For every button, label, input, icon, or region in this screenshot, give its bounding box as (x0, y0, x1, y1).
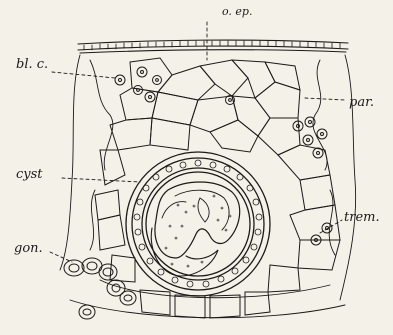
label-cyst: cyst (16, 168, 43, 181)
label-parenchyma: par. (349, 96, 374, 109)
outer-epithelium (78, 40, 348, 53)
label-outer-epithelium: o. ep. (222, 6, 252, 17)
cyst (126, 152, 270, 296)
parenchyma-cells (95, 58, 340, 318)
connective-tissue (60, 55, 356, 318)
label-trematode: trem. (344, 211, 380, 224)
blood-cells (115, 67, 235, 105)
gonad-cluster (64, 258, 136, 319)
label-gonad: gon. (14, 242, 43, 255)
cyst-wall-beads (134, 160, 262, 287)
label-blood-cells: bl. c. (16, 58, 48, 71)
leader-lines (50, 22, 345, 262)
